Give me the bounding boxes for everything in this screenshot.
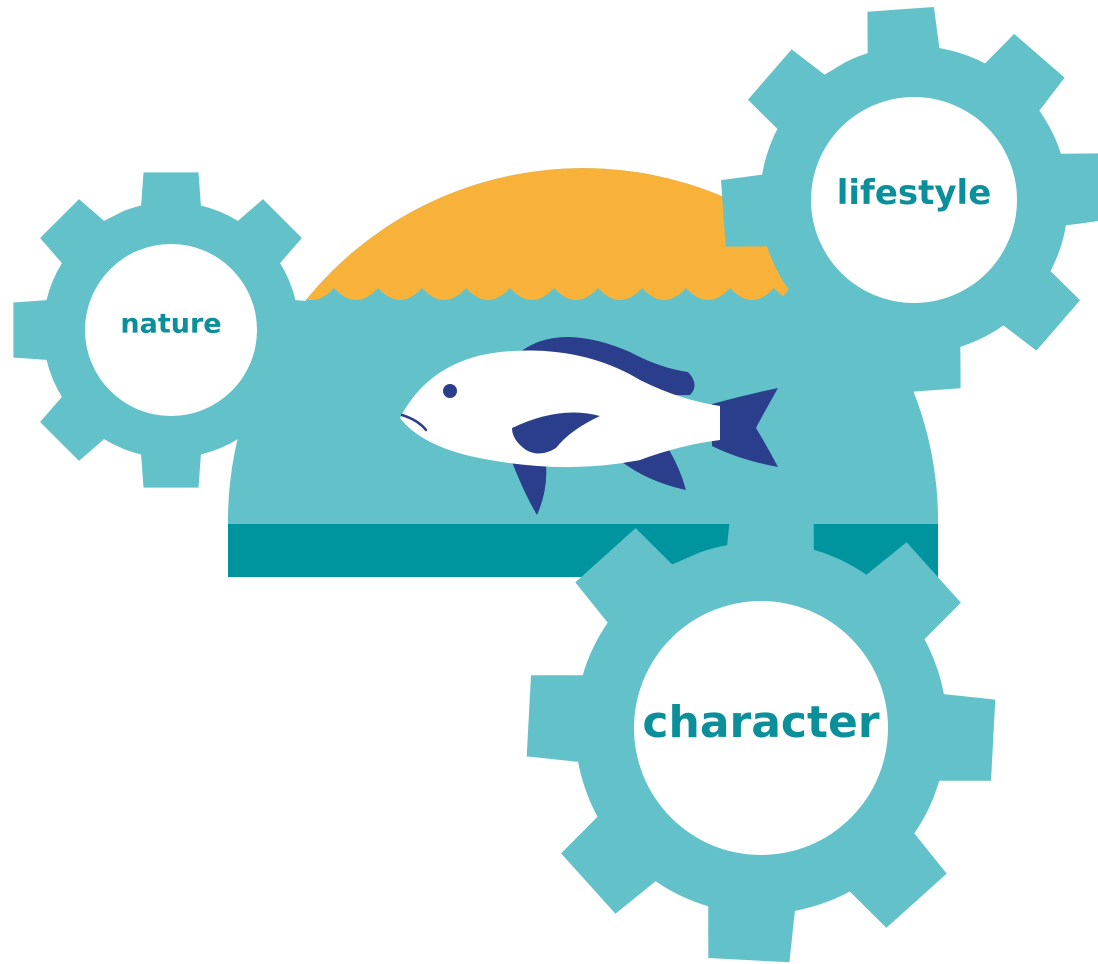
fish-body [400,350,720,468]
fish-pelvic-fin [512,462,547,515]
gear-character [526,493,996,963]
fish-mouth [400,413,428,432]
gear-label-lifestyle: lifestyle [836,173,992,213]
gear-lifestyle [721,7,1098,393]
fish-pectoral-fin [512,412,600,454]
gear-hole-character [634,601,888,855]
gear-nature [13,172,329,488]
fish-icon [400,337,778,515]
gears-layer [13,7,1098,963]
gear-label-nature: nature [120,308,222,340]
gear-hole-lifestyle [811,97,1017,303]
fish-eye [443,384,457,398]
fish-tail [712,388,778,467]
gear-label-character: character [642,697,880,748]
gear-hole-nature [85,244,257,416]
